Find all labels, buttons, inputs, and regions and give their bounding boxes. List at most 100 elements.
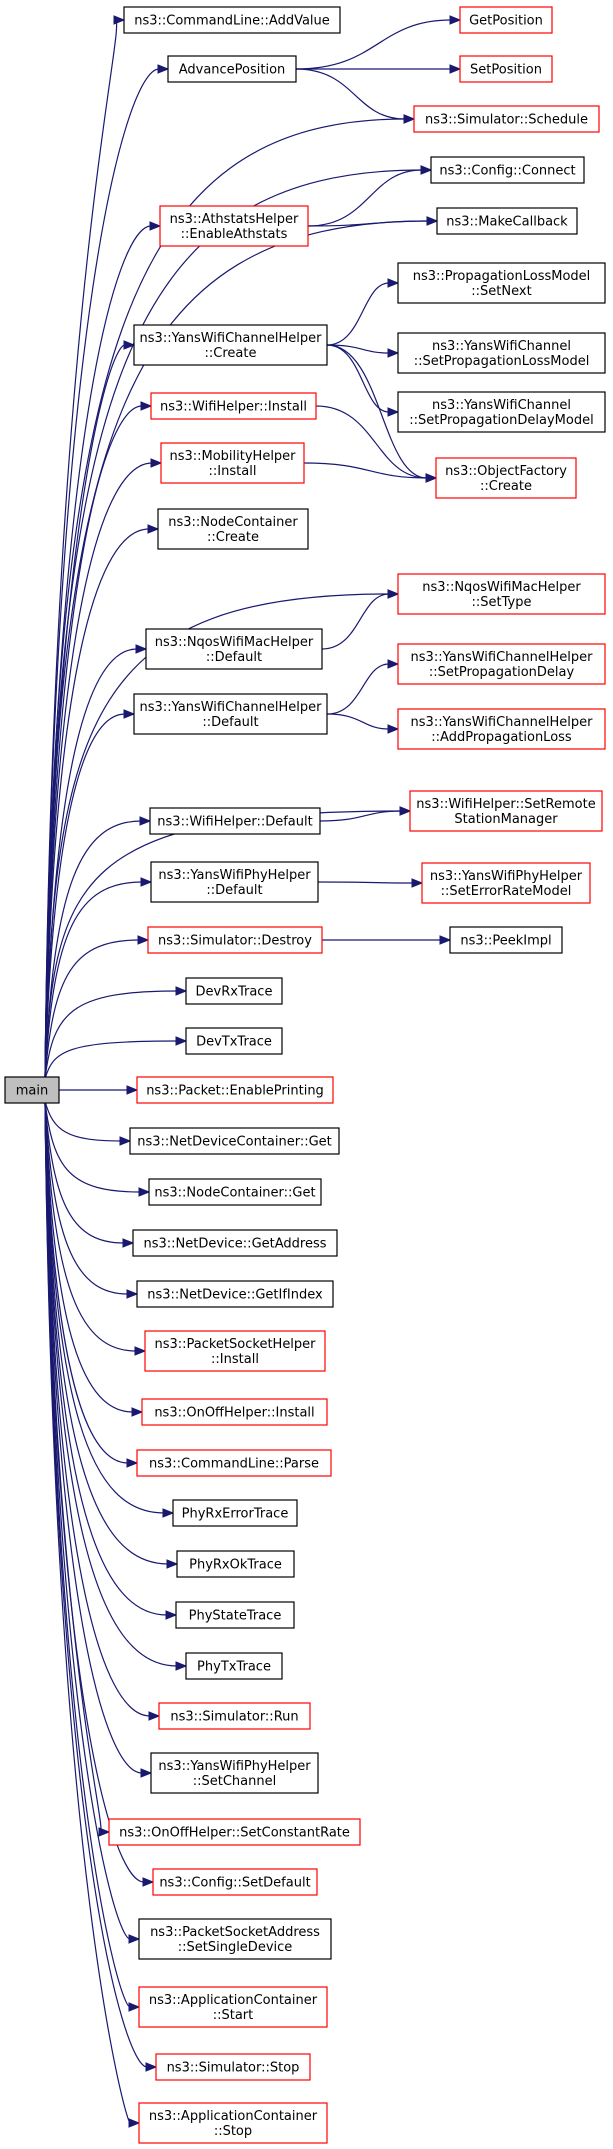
node-box	[175, 1601, 295, 1629]
node-make-callback[interactable]: ns3::MakeCallback	[436, 207, 578, 235]
node-label: ns3::ApplicationContainer	[149, 1993, 318, 2008]
edges-layer	[44, 15, 462, 2128]
edge-athstats-enable-to-config-connect	[307, 165, 433, 227]
edge-main-to-advance-position	[44, 64, 170, 1080]
node-label: ns3::YansWifiChannel	[432, 339, 571, 354]
node-cl-addvalue[interactable]: ns3::CommandLine::AddValue	[123, 6, 341, 34]
node-box	[141, 1398, 328, 1426]
node-box	[436, 207, 578, 235]
node-phy-tx[interactable]: PhyTxTrace	[185, 1652, 283, 1680]
edge-main-to-athstats-enable	[44, 221, 162, 1080]
node-box	[123, 6, 341, 34]
node-label: ns3::NqosWifiMacHelper	[155, 635, 314, 650]
edge-line	[44, 939, 140, 1080]
node-wifi-install[interactable]: ns3::WifiHelper::Install	[150, 392, 317, 420]
node-phy-rxok[interactable]: PhyRxOkTrace	[176, 1550, 295, 1578]
arrowhead-icon	[387, 659, 400, 669]
edge-line	[321, 593, 390, 650]
node-main[interactable]: main	[4, 1076, 60, 1104]
node-ywch-create[interactable]: ns3::YansWifiChannelHelper::Create	[133, 324, 328, 366]
node-ac-stop[interactable]: ns3::ApplicationContainer::Stop	[138, 2102, 328, 2144]
edge-line	[295, 19, 452, 70]
node-psh-install[interactable]: ns3::PacketSocketHelper::Install	[144, 1330, 326, 1372]
node-label: StationManager	[454, 812, 558, 827]
node-box	[144, 1330, 326, 1372]
edge-line	[44, 1100, 131, 1940]
edge-line	[319, 810, 402, 822]
edge-line	[44, 462, 153, 1080]
node-sim-destroy[interactable]: ns3::Simulator::Destroy	[147, 926, 323, 954]
node-config-setdefault[interactable]: ns3::Config::SetDefault	[152, 1868, 318, 1896]
node-prop-loss-setnext[interactable]: ns3::PropagationLossModel::SetNext	[397, 262, 606, 304]
node-box	[185, 1652, 283, 1680]
node-label: ::Install	[209, 464, 257, 479]
edge-main-to-cl-addvalue	[44, 15, 126, 1080]
node-dev-tx[interactable]: DevTxTrace	[185, 1027, 283, 1055]
node-ywc-setdelay[interactable]: ns3::YansWifiChannel::SetPropagationDela…	[397, 391, 606, 433]
node-ywph-seterr[interactable]: ns3::YansWifiPhyHelper::SetErrorRateMode…	[421, 862, 591, 904]
node-nd-getaddr[interactable]: ns3::NetDevice::GetAddress	[132, 1229, 338, 1257]
edge-line	[44, 19, 118, 1080]
node-sim-schedule[interactable]: ns3::Simulator::Schedule	[413, 105, 600, 133]
edge-line	[44, 1100, 137, 1352]
node-label: ::SetNext	[471, 284, 531, 299]
node-set-position[interactable]: SetPosition	[459, 55, 553, 83]
arrowhead-icon	[126, 1289, 139, 1299]
node-phy-rxerr[interactable]: PhyRxErrorTrace	[172, 1499, 298, 1527]
node-box	[152, 1868, 318, 1896]
node-psa-setsingle[interactable]: ns3::PacketSocketAddress::SetSingleDevic…	[138, 1918, 332, 1960]
node-nqos-default[interactable]: ns3::NqosWifiMacHelper::Default	[145, 628, 323, 670]
node-wifi-default[interactable]: ns3::WifiHelper::Default	[149, 807, 321, 835]
arrowhead-icon	[149, 221, 162, 231]
node-box	[185, 977, 283, 1005]
node-config-connect[interactable]: ns3::Config::Connect	[430, 156, 585, 184]
node-nc-get[interactable]: ns3::NodeContainer::Get	[148, 1178, 322, 1206]
node-nd-getifindex[interactable]: ns3::NetDevice::GetIfIndex	[136, 1280, 334, 1308]
node-label: ns3::NetDeviceContainer::Get	[137, 1135, 332, 1150]
node-box	[185, 1027, 283, 1055]
node-ywch-addloss[interactable]: ns3::YansWifiChannelHelper::AddPropagati…	[397, 708, 606, 750]
node-nc-create[interactable]: ns3::NodeContainer::Create	[157, 508, 309, 550]
node-label: ::SetPropagationLossModel	[414, 354, 590, 369]
edge-line	[44, 1100, 178, 1667]
node-label: ns3::YansWifiChannelHelper	[411, 650, 594, 665]
node-label: ::SetPropagationDelayModel	[409, 413, 593, 428]
edge-line	[326, 282, 390, 346]
edge-mobility-install-to-obj-factory-create	[303, 462, 438, 483]
node-onoff-install[interactable]: ns3::OnOffHelper::Install	[141, 1398, 328, 1426]
node-ywch-default[interactable]: ns3::YansWifiChannelHelper::Default	[133, 693, 328, 735]
edge-main-to-pkt-enable	[59, 1085, 139, 1095]
node-dev-rx[interactable]: DevRxTrace	[185, 977, 283, 1005]
node-ywc-setloss[interactable]: ns3::YansWifiChannel::SetPropagationLoss…	[397, 332, 606, 374]
edge-line	[307, 169, 423, 227]
node-label: ::EnableAthstats	[181, 227, 288, 242]
node-cl-parse[interactable]: ns3::CommandLine::Parse	[136, 1449, 332, 1477]
node-label: SetPosition	[470, 63, 542, 78]
node-peek-impl[interactable]: ns3::PeekImpl	[449, 926, 563, 954]
arrowhead-icon	[147, 524, 160, 534]
node-label: ns3::Config::Connect	[439, 164, 575, 179]
node-onoff-setrate[interactable]: ns3::OnOffHelper::SetConstantRate	[108, 1818, 361, 1846]
node-ywch-setdelay[interactable]: ns3::YansWifiChannelHelper::SetPropagati…	[397, 643, 606, 685]
arrowhead-icon	[123, 340, 136, 350]
node-nqos-settype[interactable]: ns3::NqosWifiMacHelper::SetType	[397, 573, 606, 615]
node-label: ::SetType	[472, 595, 532, 610]
node-athstats-enable[interactable]: ns3::AthstatsHelper::EnableAthstats	[159, 205, 309, 247]
node-box	[150, 861, 319, 903]
node-sim-run[interactable]: ns3::Simulator::Run	[158, 1702, 311, 1730]
node-ywph-setchannel[interactable]: ns3::YansWifiPhyHelper::SetChannel	[150, 1752, 319, 1794]
arrowhead-icon	[119, 1136, 132, 1146]
edge-main-to-nd-getifindex	[44, 1100, 139, 1299]
edge-line	[44, 881, 143, 1080]
node-sim-stop[interactable]: ns3::Simulator::Stop	[155, 2053, 311, 2081]
node-phy-state[interactable]: PhyStateTrace	[175, 1601, 295, 1629]
node-ywph-default[interactable]: ns3::YansWifiPhyHelper::Default	[150, 861, 319, 903]
node-advance-position[interactable]: AdvancePosition	[167, 55, 297, 83]
node-pkt-enable[interactable]: ns3::Packet::EnablePrinting	[136, 1076, 334, 1104]
node-get-position[interactable]: GetPosition	[459, 6, 553, 34]
node-mobility-install[interactable]: ns3::MobilityHelper::Install	[160, 442, 305, 484]
node-ac-start[interactable]: ns3::ApplicationContainer::Start	[138, 1986, 328, 2028]
node-obj-factory-create[interactable]: ns3::ObjectFactory::Create	[435, 457, 577, 499]
node-ndc-get[interactable]: ns3::NetDeviceContainer::Get	[129, 1127, 340, 1155]
